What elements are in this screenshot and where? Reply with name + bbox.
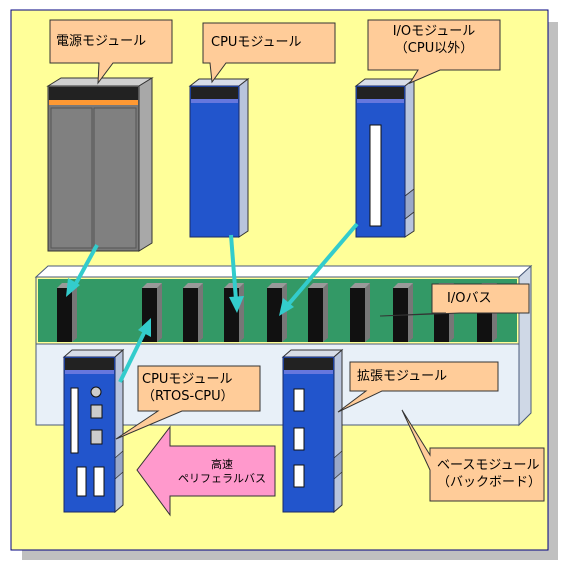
callout-cpu-shape bbox=[202, 22, 336, 84]
callout-io-shape bbox=[367, 19, 501, 85]
label-base-module-line2: （バックボード） bbox=[437, 475, 542, 490]
callout-power-shape bbox=[49, 19, 173, 85]
label-io-module-line1: I/Oモジュール bbox=[392, 24, 476, 39]
label-cpu-module: CPUモジュール bbox=[211, 35, 302, 50]
label-io-module: I/Oモジュール （CPU以外） bbox=[372, 23, 496, 57]
io-module-top bbox=[354, 77, 416, 238]
expansion-module bbox=[281, 348, 344, 514]
callout-base-shape bbox=[401, 409, 545, 502]
label-highspeed-bus: 高速 ペリフェラルバス bbox=[172, 458, 272, 486]
label-rtos-cpu-line2: （RTOS-CPU） bbox=[142, 389, 234, 404]
callout-shapes bbox=[49, 19, 545, 502]
arrow-rtos-to-slot bbox=[118, 318, 151, 383]
label-highspeed-bus-line2: ペリフェラルバス bbox=[178, 472, 266, 485]
label-expansion-module: 拡張モジュール bbox=[357, 369, 448, 384]
arrow-power-to-slot bbox=[66, 244, 99, 297]
callout-rtos-shape bbox=[115, 365, 261, 440]
callout-iobus-shape bbox=[379, 283, 530, 317]
label-power-module: 電源モジュール bbox=[56, 34, 147, 49]
label-base-module-line1: ベースモジュール bbox=[437, 458, 540, 473]
arrow-cpu-to-slot bbox=[229, 234, 244, 313]
rtos-cpu-module bbox=[62, 348, 125, 514]
arrow-io-to-slot bbox=[279, 222, 359, 316]
label-base-module: ベースモジュール （バックボード） bbox=[437, 457, 541, 491]
insertion-arrows bbox=[66, 222, 359, 383]
cpu-module-top bbox=[188, 77, 250, 238]
label-rtos-cpu-line1: CPUモジュール bbox=[142, 372, 233, 387]
label-io-bus: I/Oバス bbox=[447, 291, 492, 306]
label-io-module-line2: （CPU以外） bbox=[394, 41, 474, 56]
callout-expansion-shape bbox=[337, 361, 499, 413]
power-module bbox=[46, 77, 154, 252]
label-rtos-cpu: CPUモジュール （RTOS-CPU） bbox=[142, 371, 234, 405]
label-highspeed-bus-line1: 高速 bbox=[211, 458, 233, 471]
highspeed-bus-arrow bbox=[136, 425, 276, 517]
